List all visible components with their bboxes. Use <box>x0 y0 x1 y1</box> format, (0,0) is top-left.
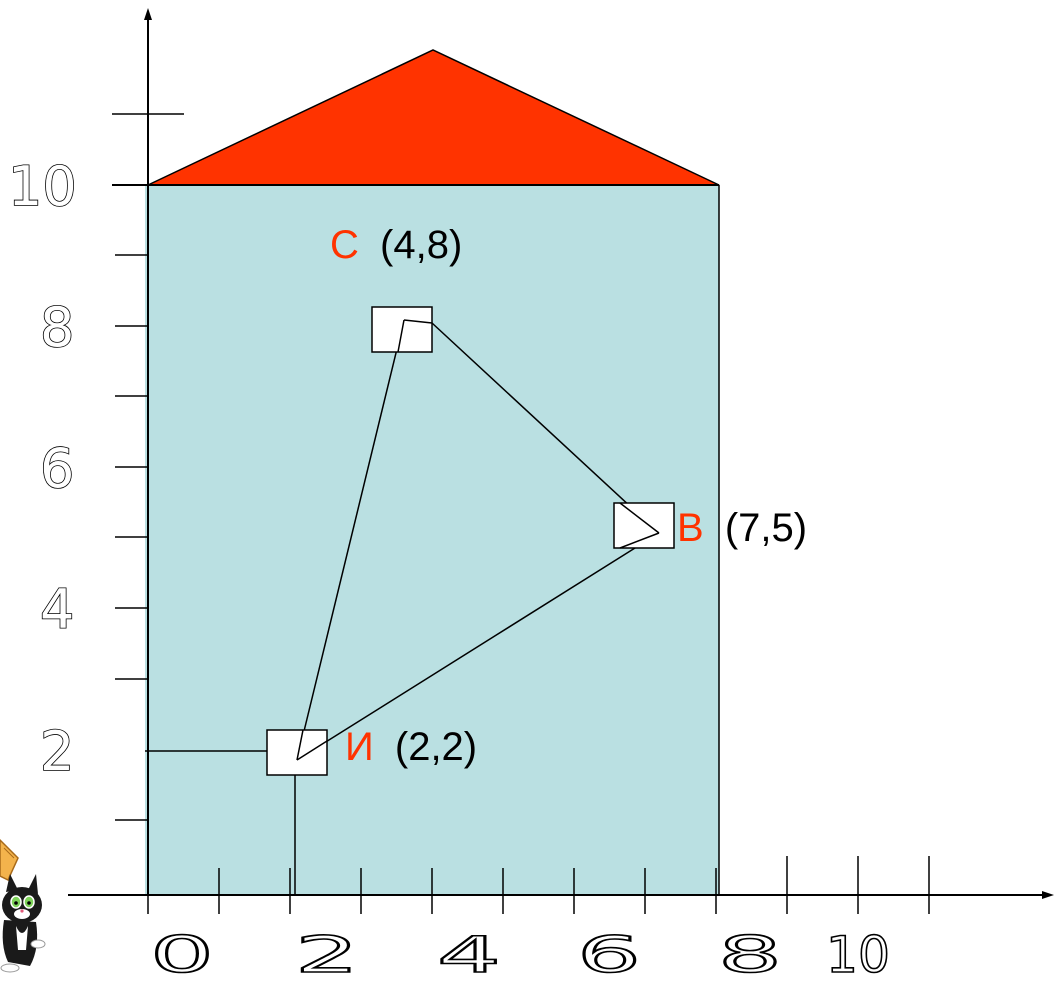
point-label-i: И (2,2) <box>345 725 477 769</box>
cartoon-cat-icon <box>0 838 46 973</box>
x-tick-labels: 0 2 4 6 8 10 <box>149 925 891 985</box>
route-line <box>431 322 660 534</box>
point-coord: (7,5) <box>725 506 807 550</box>
x-axis-arrow <box>1042 891 1054 899</box>
point-marker-i <box>266 729 328 776</box>
y-tick-label: 2 <box>40 720 74 783</box>
y-tick-label: 4 <box>40 578 74 641</box>
x-tick-label: 0 <box>150 926 214 984</box>
point-coord: (4,8) <box>380 223 462 267</box>
route-line <box>296 532 660 761</box>
y-ticks <box>112 113 184 821</box>
route-line-over <box>397 319 405 353</box>
route-line-over <box>296 729 304 761</box>
route-line-over <box>619 532 660 549</box>
x-tick-label: 4 <box>437 926 501 984</box>
point-label-b: В (7,5) <box>677 506 807 550</box>
point-letter: В <box>677 506 704 550</box>
point-marker-b <box>613 502 675 549</box>
x-tick-label: 8 <box>718 926 782 984</box>
point-letter: С <box>330 223 359 267</box>
y-tick-label: 6 <box>40 437 74 500</box>
x-tick-label: 6 <box>577 926 641 984</box>
route <box>145 306 675 896</box>
route-line-over <box>403 319 433 324</box>
y-tick-labels: 10 8 6 4 2 <box>7 154 77 784</box>
x-tick-label: 10 <box>826 926 890 984</box>
route-line-over <box>296 740 328 761</box>
x-tick-label: 2 <box>295 926 359 984</box>
point-letter: И <box>345 725 374 769</box>
y-tick-label: 8 <box>40 296 74 359</box>
point-labels: С (4,8) В (7,5) И (2,2) <box>330 223 807 769</box>
roof <box>147 49 720 186</box>
x-ticks <box>147 856 930 914</box>
point-label-c: С (4,8) <box>330 223 462 267</box>
point-coord: (2,2) <box>395 725 477 769</box>
route-line <box>296 319 405 761</box>
y-axis-arrow <box>144 8 152 20</box>
route-line-over <box>619 502 660 534</box>
y-tick-label: 10 <box>8 155 77 218</box>
